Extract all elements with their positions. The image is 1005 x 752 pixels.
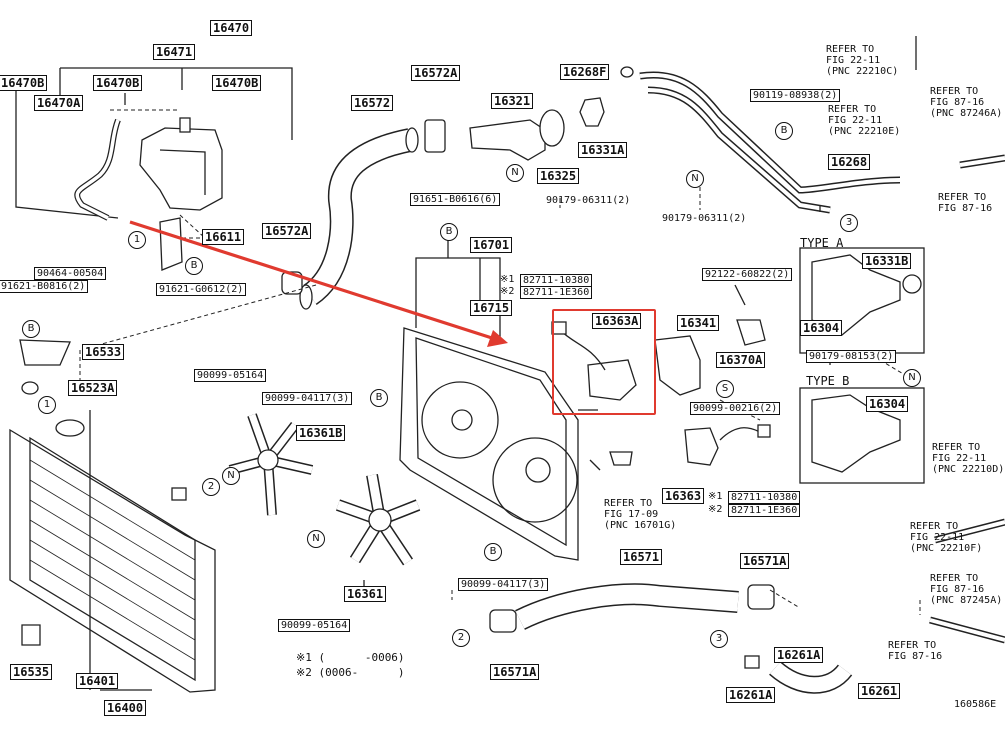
part-label-16321[interactable]: 16321	[491, 93, 534, 109]
callout-n: N	[222, 467, 240, 485]
callout-b: B	[22, 320, 40, 338]
refer-note-fig87-16-87245a[interactable]: REFER TO FIG 87-16 (PNC 87245A)	[930, 573, 1003, 606]
callout-n: N	[307, 530, 325, 548]
callout-1: 1	[38, 396, 56, 414]
part-label-90099-04117-b[interactable]: 90099-04117(3)	[458, 578, 549, 591]
figure-code: 160586E	[954, 699, 997, 710]
part-label-16401[interactable]: 16401	[76, 673, 119, 689]
type-a-label: TYPE A	[800, 236, 844, 250]
refer-note-fig22-11-22210d[interactable]: REFER TO FIG 22-11 (PNC 22210D)	[932, 442, 1005, 475]
refer-note-fig87-16-87246a[interactable]: REFER TO FIG 87-16 (PNC 87246A)	[930, 86, 1003, 119]
part-label-91651-B0616[interactable]: 91651-B0616(6)	[410, 193, 501, 206]
part-label-90179-08153[interactable]: 90179-08153(2)	[806, 350, 897, 363]
refer-note-fig22-11-22210e[interactable]: REFER TO FIG 22-11 (PNC 22210E)	[828, 104, 901, 137]
callout-b: B	[775, 122, 793, 140]
callout-3: 3	[710, 630, 728, 648]
part-label-16572A-mid[interactable]: 16572A	[262, 223, 312, 239]
part-label-16261[interactable]: 16261	[858, 683, 901, 699]
note-mark-1-b: ※1	[708, 491, 723, 502]
part-label-16261A-b[interactable]: 16261A	[726, 687, 776, 703]
callout-n: N	[506, 164, 524, 182]
part-label-16471[interactable]: 16471	[153, 44, 196, 60]
part-label-91621-B0816[interactable]: 91621-B0816(2)	[0, 280, 89, 293]
part-label-92122-60822[interactable]: 92122-60822(2)	[702, 268, 793, 281]
part-label-16572[interactable]: 16572	[351, 95, 394, 111]
part-label-16715[interactable]: 16715	[470, 300, 513, 316]
part-label-16470B-mid[interactable]: 16470B	[93, 75, 143, 91]
part-label-16571A-left[interactable]: 16571A	[490, 664, 540, 680]
part-label-16470[interactable]: 16470	[210, 20, 253, 36]
part-label-90099-00216[interactable]: 90099-00216(2)	[690, 402, 781, 415]
part-label-16331B[interactable]: 16331B	[862, 253, 912, 269]
part-label-16304-b[interactable]: 16304	[866, 396, 909, 412]
callout-b: B	[484, 543, 502, 561]
highlight-box	[552, 309, 656, 415]
refer-note-fig87-16-a[interactable]: REFER TO FIG 87-16	[938, 192, 993, 214]
part-label-16611[interactable]: 16611	[202, 229, 245, 245]
part-label-16363[interactable]: 16363	[662, 488, 705, 504]
note-mark-1-a: ※1	[500, 274, 515, 285]
part-label-16701[interactable]: 16701	[470, 237, 513, 253]
part-label-91621-G0612[interactable]: 91621-G0612(2)	[156, 283, 247, 296]
part-label-16361[interactable]: 16361	[344, 586, 387, 602]
part-label-90179-06311-b[interactable]: 90179-06311(2)	[662, 213, 747, 224]
part-label-16331A[interactable]: 16331A	[578, 142, 628, 158]
callout-n: N	[903, 369, 921, 387]
part-label-16571[interactable]: 16571	[620, 549, 663, 565]
part-label-16361B[interactable]: 16361B	[296, 425, 346, 441]
part-label-90119-08938[interactable]: 90119-08938(2)	[750, 89, 841, 102]
callout-2: 2	[452, 629, 470, 647]
refer-note-fig22-11-22210c[interactable]: REFER TO FIG 22-11 (PNC 22210C)	[826, 44, 899, 77]
part-label-16341[interactable]: 16341	[677, 315, 720, 331]
part-label-82711-1E360-a[interactable]: 82711-1E360	[520, 286, 593, 299]
footnote-1: ※1 ( -0006)	[296, 651, 405, 664]
part-label-16268F[interactable]: 16268F	[560, 64, 610, 80]
part-label-16535[interactable]: 16535	[10, 664, 53, 680]
part-label-16523A[interactable]: 16523A	[68, 380, 118, 396]
footnote-2: ※2 (0006- )	[296, 666, 405, 679]
callout-s: S	[716, 380, 734, 398]
part-label-16470A[interactable]: 16470A	[34, 95, 84, 111]
part-label-90099-05164-a[interactable]: 90099-05164	[194, 369, 267, 382]
part-label-16325[interactable]: 16325	[537, 168, 580, 184]
part-label-90179-06311-a[interactable]: 90179-06311(2)	[546, 195, 631, 206]
part-label-16470B-right[interactable]: 16470B	[212, 75, 262, 91]
part-label-16400[interactable]: 16400	[104, 700, 147, 716]
refer-note-fig22-11-22210f[interactable]: REFER TO FIG 22-11 (PNC 22210F)	[910, 521, 983, 554]
callout-b: B	[185, 257, 203, 275]
note-mark-2-a: ※2	[500, 286, 515, 297]
callout-3: 3	[840, 214, 858, 232]
callout-2: 2	[202, 478, 220, 496]
part-label-16304-a[interactable]: 16304	[800, 320, 843, 336]
part-label-16533[interactable]: 16533	[82, 344, 125, 360]
part-label-16363A[interactable]: 16363A	[592, 313, 642, 329]
part-label-16261A-a[interactable]: 16261A	[774, 647, 824, 663]
refer-note-fig17-09[interactable]: REFER TO FIG 17-09 (PNC 16701G)	[604, 498, 677, 531]
callout-b: B	[440, 223, 458, 241]
part-label-16370A[interactable]: 16370A	[716, 352, 766, 368]
part-label-16470B-left[interactable]: 16470B	[0, 75, 48, 91]
part-label-16571A-right[interactable]: 16571A	[740, 553, 790, 569]
part-label-82711-1E360-b[interactable]: 82711-1E360	[728, 504, 801, 517]
callout-n: N	[686, 170, 704, 188]
part-label-90464-00504[interactable]: 90464-00504	[34, 267, 107, 280]
note-mark-2-b: ※2	[708, 504, 723, 515]
part-label-90099-04117-a[interactable]: 90099-04117(3)	[262, 392, 353, 405]
refer-note-fig87-16-b[interactable]: REFER TO FIG 87-16	[888, 640, 943, 662]
part-label-16268[interactable]: 16268	[828, 154, 871, 170]
callout-1: 1	[128, 231, 146, 249]
part-label-82711-10380-b[interactable]: 82711-10380	[728, 491, 801, 504]
callout-b: B	[370, 389, 388, 407]
part-label-16572A-top[interactable]: 16572A	[411, 65, 461, 81]
type-b-label: TYPE B	[806, 374, 850, 388]
part-label-90099-05164-b[interactable]: 90099-05164	[278, 619, 351, 632]
